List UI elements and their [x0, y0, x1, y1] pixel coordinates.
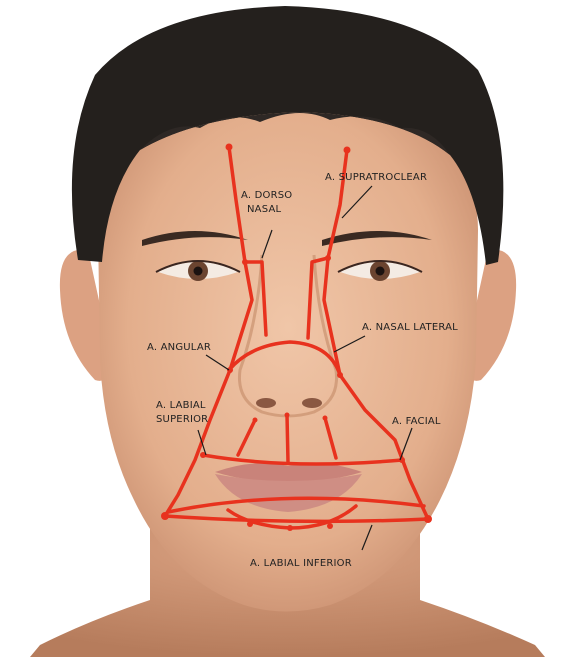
label-labial-inferior: A. LABIAL INFERIOR [250, 558, 352, 569]
label-facial: A. FACIAL [392, 416, 441, 427]
label-angular: A. ANGULAR [147, 342, 211, 353]
right-nostril [302, 398, 322, 408]
left-nostril [256, 398, 276, 408]
label-labial-superior-line2: SUPERIOR [156, 414, 208, 425]
label-nasal-lateral: A. NASAL LATERAL [362, 322, 458, 333]
label-dorso-nasal-line2: NASAL [247, 204, 281, 215]
label-labial-superior-line1: A. LABIAL [156, 400, 206, 411]
label-supratroclear: A. SUPRATROCLEAR [325, 172, 427, 183]
artery-labial-superior-branch-2 [287, 415, 288, 462]
label-dorso-nasal-line1: A. DORSO [241, 190, 292, 201]
